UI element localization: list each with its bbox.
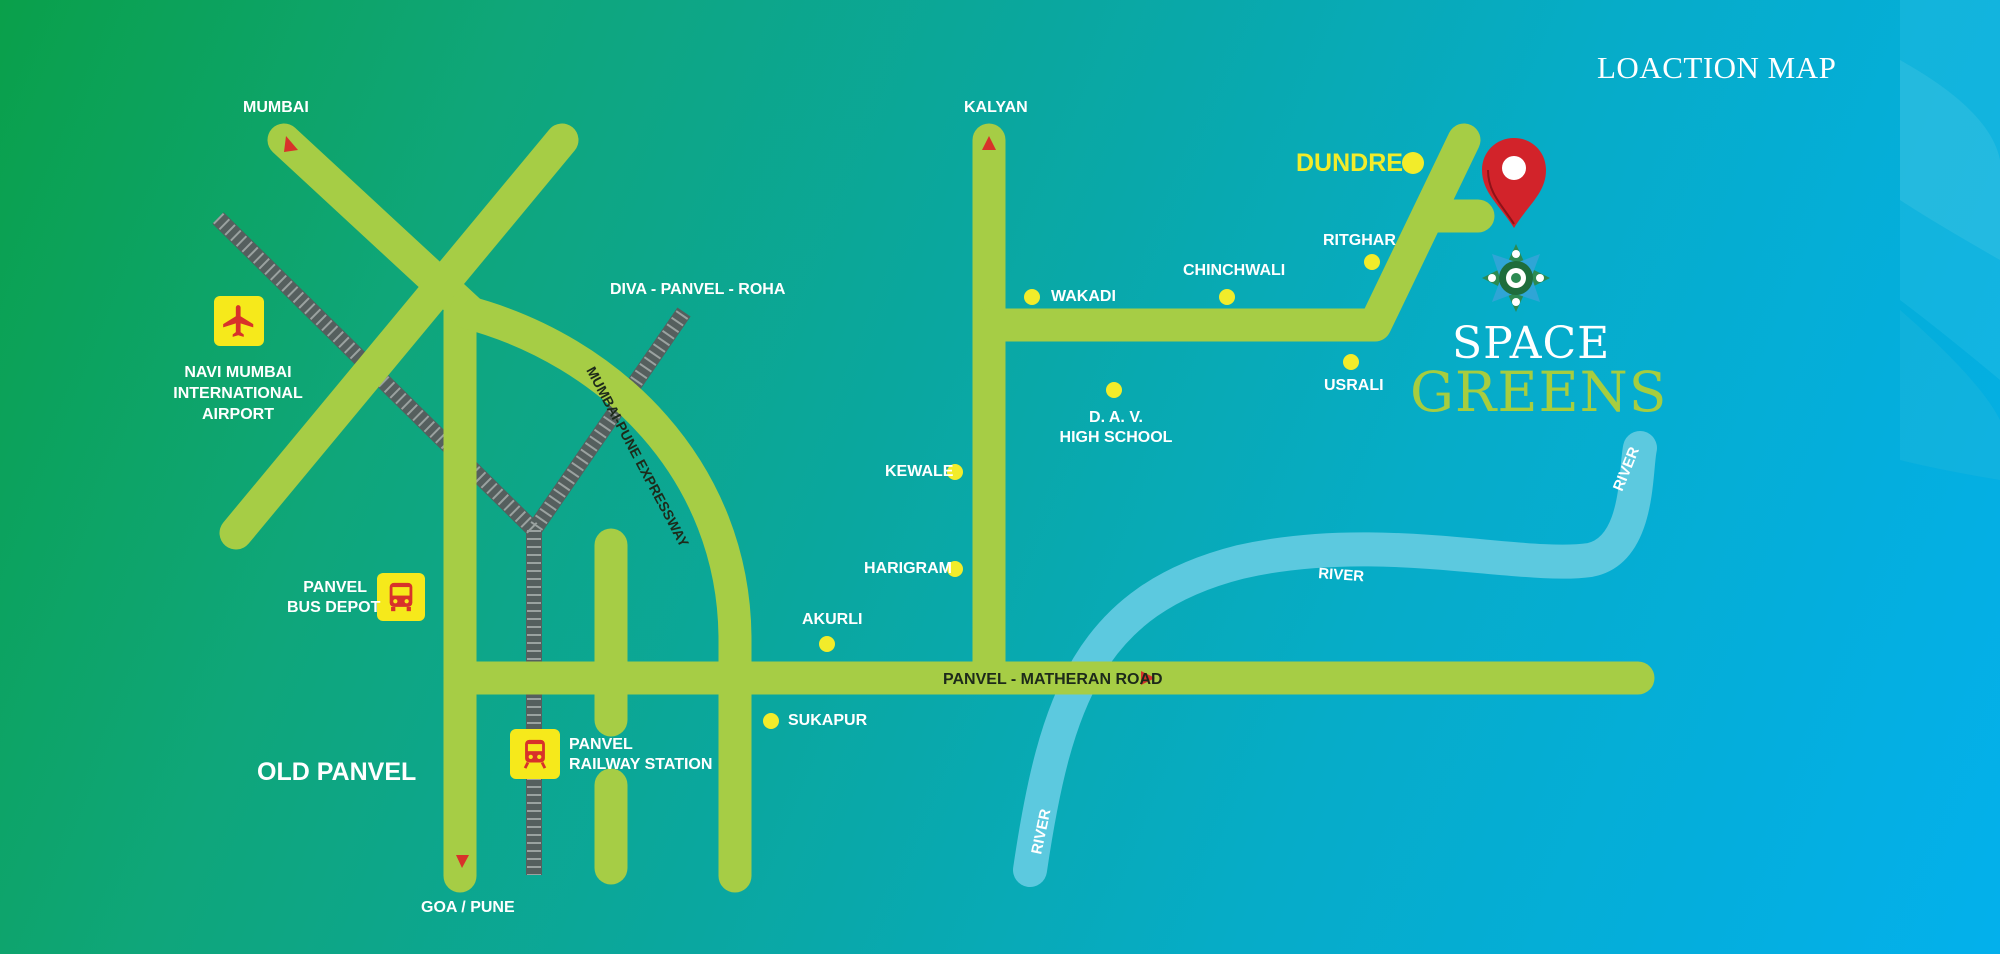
marker-sukapur — [763, 713, 779, 729]
airplane-icon — [223, 305, 254, 337]
locality-harigram: HARIGRAM — [864, 560, 952, 577]
locality-chinchwali: CHINCHWALI — [1183, 262, 1286, 279]
road-network — [219, 123, 1655, 893]
project-logo-line2: GREENS — [1410, 360, 1668, 424]
direction-mumbai: MUMBAI — [243, 99, 309, 116]
direction-goa-pune: GOA / PUNE — [421, 899, 515, 916]
direction-arrow-icon — [284, 136, 1155, 868]
bus-icon — [389, 582, 413, 612]
marker-chinchwali — [1219, 289, 1235, 305]
marker-akurli — [819, 636, 835, 652]
direction-kalyan: KALYAN — [964, 99, 1028, 116]
marker-dundre — [1402, 152, 1424, 174]
locality-markers — [763, 152, 1424, 729]
map-title: LOACTION MAP — [1597, 50, 1837, 85]
train-icon-box — [510, 729, 560, 779]
locality-kewale: KEWALE — [885, 463, 954, 480]
mandala-logo-icon — [1482, 244, 1550, 312]
locality-sukapur: SUKAPUR — [788, 712, 868, 729]
locality-wakadi: WAKADI — [1051, 288, 1116, 305]
train-icon — [523, 739, 547, 769]
marker-ritghar — [1364, 254, 1380, 270]
locality-ritghar: RITGHAR — [1323, 232, 1396, 249]
marker-harigram — [947, 561, 963, 577]
marker-kewale — [947, 464, 963, 480]
river-label-middle: RIVER — [1318, 565, 1365, 585]
school-label: D. A. V. HIGH SCHOOL — [1059, 409, 1173, 446]
airport-icon-box — [214, 296, 264, 346]
marker-usrali — [1343, 354, 1359, 370]
matheran-road-label: PANVEL - MATHERAN ROAD — [943, 671, 1163, 688]
locality-akurli: AKURLI — [802, 611, 863, 628]
railway-station-label: PANVEL RAILWAY STATION — [569, 736, 713, 773]
bus-depot-label: PANVEL BUS DEPOT — [287, 579, 381, 616]
decor-shape — [1900, 0, 2000, 380]
decor-shape — [1900, 60, 2000, 260]
decor-shape — [1900, 310, 2000, 480]
old-panvel-label: OLD PANVEL — [257, 758, 417, 786]
airport-label: NAVI MUMBAI INTERNATIONAL AIRPORT — [173, 364, 303, 423]
project-logo-line1: SPACE — [1452, 318, 1611, 369]
marker-school — [1106, 382, 1122, 398]
marker-wakadi — [1024, 289, 1040, 305]
location-pin-icon — [1482, 138, 1546, 228]
bus-icon-box — [377, 573, 425, 621]
locality-dundre: DUNDRE — [1296, 149, 1403, 177]
locality-usrali: USRALI — [1324, 377, 1384, 394]
direction-diva-panvel-roha: DIVA - PANVEL - ROHA — [610, 281, 786, 298]
river — [1013, 431, 1657, 887]
